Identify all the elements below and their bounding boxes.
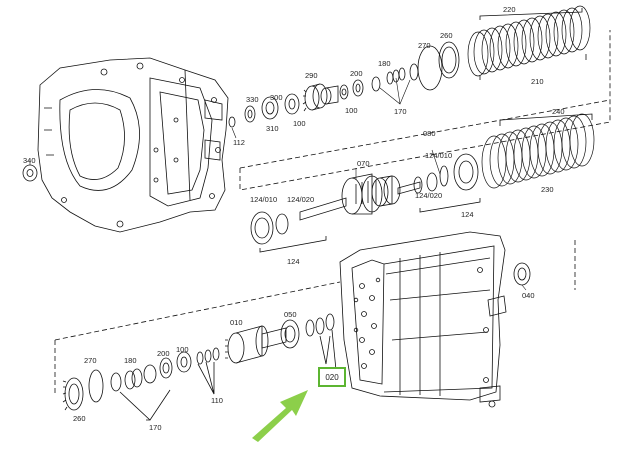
label-124-020-right: 124/020 xyxy=(415,191,443,200)
label-270-upper: 270 xyxy=(418,41,431,50)
rear-housing xyxy=(339,231,531,408)
label-050: 050 xyxy=(284,310,297,319)
leader-lines xyxy=(29,77,527,291)
label-010: 010 xyxy=(230,318,243,327)
label-170-upper: 170 xyxy=(394,107,407,116)
highlighted-part-020[interactable]: 020 xyxy=(318,367,346,387)
label-080: 080 xyxy=(423,129,436,138)
label-330: 330 xyxy=(246,95,259,104)
label-100-mid: 100 xyxy=(293,119,306,128)
label-124-020-left: 124/020 xyxy=(287,195,315,204)
label-210: 210 xyxy=(531,77,544,86)
section-boundary xyxy=(54,30,611,396)
label-040: 040 xyxy=(522,291,535,300)
label-100-upper: 100 xyxy=(345,106,358,115)
label-124-right: 124 xyxy=(461,210,474,219)
label-310: 310 xyxy=(266,124,279,133)
label-180-lower: 180 xyxy=(124,356,137,365)
label-260-upper: 260 xyxy=(440,31,453,40)
middle-shaft-assembly xyxy=(250,113,595,253)
front-housing xyxy=(37,57,229,233)
label-200-upper: 200 xyxy=(350,69,363,78)
label-124-010-right: 124/010 xyxy=(425,151,453,160)
label-070: 070 xyxy=(357,159,370,168)
label-290: 290 xyxy=(305,71,318,80)
label-300: 300 xyxy=(270,93,283,102)
label-240: 240 xyxy=(552,107,565,116)
label-124-left: 124 xyxy=(287,257,300,266)
label-112: 112 xyxy=(233,138,245,147)
label-230: 230 xyxy=(541,185,554,194)
label-180-upper: 180 xyxy=(378,59,391,68)
label-340: 340 xyxy=(23,156,36,165)
label-124-010-left: 124/010 xyxy=(250,195,278,204)
label-220: 220 xyxy=(503,5,516,14)
label-260-lower: 260 xyxy=(73,414,86,423)
label-200-lower: 200 xyxy=(157,349,170,358)
label-100-lower: 100 xyxy=(176,345,189,354)
label-270-lower: 270 xyxy=(84,356,97,365)
label-170-lower: 170 xyxy=(149,423,162,432)
upper-gear-train xyxy=(228,5,591,128)
pointer-arrow xyxy=(252,390,308,442)
label-110: 110 xyxy=(211,396,223,405)
lower-gear-train xyxy=(62,313,337,421)
